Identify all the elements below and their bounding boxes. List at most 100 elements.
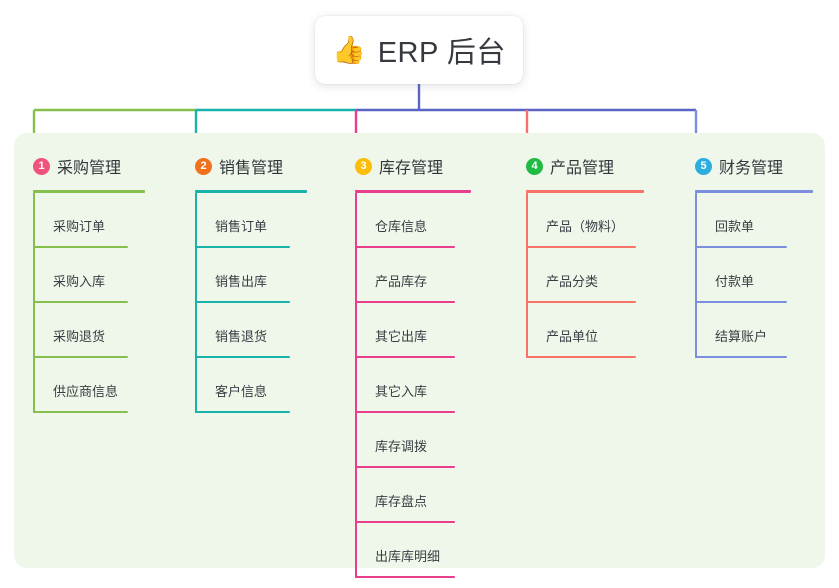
list-item-label: 采购退货 [53,329,106,344]
list-item-rule [355,521,455,523]
list-item-rule [695,246,787,248]
list-item-label: 产品库存 [375,274,428,289]
list-item-rule [33,356,128,358]
list-item-rule [195,356,290,358]
column-rule-5 [695,190,813,193]
list-item-label: 销售出库 [215,274,268,289]
list-item-label: 回款单 [715,219,755,234]
list-item-label: 采购订单 [53,219,106,234]
list-item[interactable]: 产品分类 [526,248,686,303]
column-title-5: 财务管理 [719,160,784,177]
list-item[interactable]: 产品单位 [526,303,686,358]
list-item-label: 出库库明细 [375,549,441,564]
list-item-rule [526,246,636,248]
list-item[interactable]: 其它入库 [355,358,515,413]
list-item-label: 其它入库 [375,384,428,399]
column-spine-3 [355,193,357,578]
column-title-3: 库存管理 [379,160,444,177]
column-header-3[interactable]: 3 库存管理 [355,151,515,181]
column-items-3: 仓库信息产品库存其它出库其它入库库存调拨库存盘点出库库明细 [355,193,515,578]
list-item-label: 库存调拨 [375,439,428,454]
list-item-rule [526,356,636,358]
root-node-title: ERP 后台 [377,37,506,69]
column-badge-5: 5 [695,157,712,175]
list-item[interactable]: 产品（物料） [526,193,686,248]
list-item[interactable]: 出库库明细 [355,523,515,578]
column-spine-5 [695,193,697,358]
list-item-label: 采购入库 [53,274,106,289]
list-item[interactable]: 采购入库 [33,248,183,303]
list-item[interactable]: 回款单 [695,193,825,248]
column-items-2: 销售订单销售出库销售退货客户信息 [195,193,345,413]
column-3: 3 库存管理仓库信息产品库存其它出库其它入库库存调拨库存盘点出库库明细 [355,133,515,578]
column-badge-1: 1 [33,157,50,175]
column-4: 4 产品管理产品（物料） 产品分类产品单位 [526,133,686,358]
column-spine-1 [33,193,35,413]
thumbs-up-icon: 👍 [332,34,366,65]
list-item-rule [355,466,455,468]
content-panel [14,133,825,568]
list-item-label: 销售订单 [215,219,268,234]
column-header-5[interactable]: 5 财务管理 [695,151,825,181]
list-item-rule [33,246,128,248]
list-item-rule [526,301,636,303]
list-item-rule [695,356,787,358]
list-item-rule [195,246,290,248]
column-title-2: 销售管理 [219,160,284,177]
list-item-rule [355,576,455,578]
list-item[interactable]: 采购订单 [33,193,183,248]
column-items-4: 产品（物料） 产品分类产品单位 [526,193,686,358]
list-item-rule [695,301,787,303]
root-node-card[interactable]: 👍 ERP 后台 [315,16,523,84]
list-item-rule [355,356,455,358]
list-item-label: 仓库信息 [375,219,428,234]
column-spine-4 [526,193,528,358]
column-rule-1 [33,190,145,193]
column-title-4: 产品管理 [550,160,615,177]
list-item-rule [355,246,455,248]
list-item[interactable]: 仓库信息 [355,193,515,248]
column-rule-4 [526,190,644,193]
list-item[interactable]: 库存盘点 [355,468,515,523]
column-rule-3 [355,190,471,193]
list-item-label: 客户信息 [215,384,268,399]
list-item-rule [33,411,128,413]
list-item-label: 产品（物料） [546,219,625,234]
list-item-rule [355,301,455,303]
column-spine-2 [195,193,197,413]
column-items-5: 回款单付款单结算账户 [695,193,825,358]
column-rule-2 [195,190,307,193]
list-item-label: 销售退货 [215,329,268,344]
list-item[interactable]: 产品库存 [355,248,515,303]
column-badge-4: 4 [526,157,543,175]
list-item-rule [195,411,290,413]
list-item-label: 付款单 [715,274,755,289]
list-item-rule [195,301,290,303]
column-items-1: 采购订单采购入库采购退货供应商信息 [33,193,183,413]
column-5: 5 财务管理回款单付款单结算账户 [695,133,825,358]
list-item-rule [33,301,128,303]
list-item[interactable]: 销售订单 [195,193,345,248]
list-item[interactable]: 结算账户 [695,303,825,358]
list-item-label: 结算账户 [715,329,768,344]
list-item[interactable]: 其它出库 [355,303,515,358]
list-item-label: 产品分类 [546,274,599,289]
list-item[interactable]: 库存调拨 [355,413,515,468]
list-item-label: 供应商信息 [53,384,119,399]
list-item-label: 其它出库 [375,329,428,344]
list-item[interactable]: 采购退货 [33,303,183,358]
list-item-label: 库存盘点 [375,494,428,509]
list-item[interactable]: 供应商信息 [33,358,183,413]
column-badge-3: 3 [355,157,372,175]
list-item[interactable]: 付款单 [695,248,825,303]
list-item[interactable]: 销售出库 [195,248,345,303]
list-item[interactable]: 客户信息 [195,358,345,413]
column-header-4[interactable]: 4 产品管理 [526,151,686,181]
list-item[interactable]: 销售退货 [195,303,345,358]
